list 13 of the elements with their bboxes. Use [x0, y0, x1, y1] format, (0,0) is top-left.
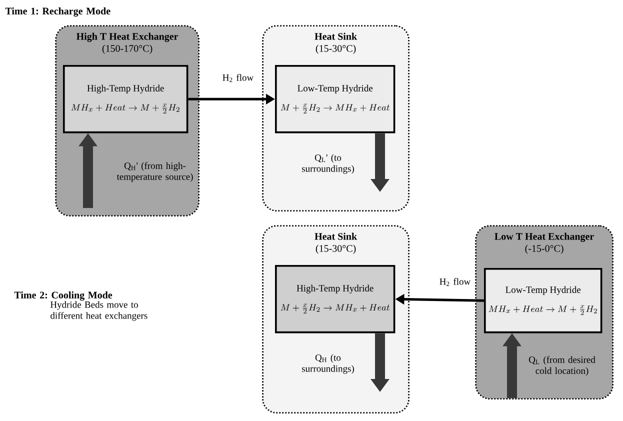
edge-label: Q$_{H}$ (to surroundings) — [302, 354, 354, 374]
hydride-box: High-Temp Hydride $MH_x + Heat \rightarrow M + \frac{x}{2}H_2$ — [63, 65, 188, 134]
note-text: Hydride Beds move to different heat exchangers — [50, 301, 148, 321]
hydride-box: Low-Temp Hydride $MH_x + Heat \rightarrow M + \frac{x}{2}H_2$ — [484, 268, 602, 334]
hydride-box: High-Temp Hydride $M + \frac{x}{2}H_2 \rightarrow MH_x + Heat$ — [275, 265, 396, 334]
edge-label: Q$_{L}$' (to surroundings) — [302, 154, 354, 174]
mode-heading: Time 1: Recharge Mode — [5, 7, 110, 17]
edge-label: H$_{2}$ flow — [440, 278, 471, 286]
edge-label: H$_{2}$ flow — [222, 74, 254, 82]
edge-label: Q$_{H}$' (from high-temperature source) — [116, 162, 193, 182]
edge-label: Q$_{L}$ (from desired cold location) — [529, 356, 596, 376]
hydride-box: Low-Temp Hydride $M + \frac{x}{2}H_2 \rightarrow MH_x + Heat$ — [275, 65, 396, 134]
mode-heading: Time 2: Cooling Mode — [14, 291, 112, 301]
